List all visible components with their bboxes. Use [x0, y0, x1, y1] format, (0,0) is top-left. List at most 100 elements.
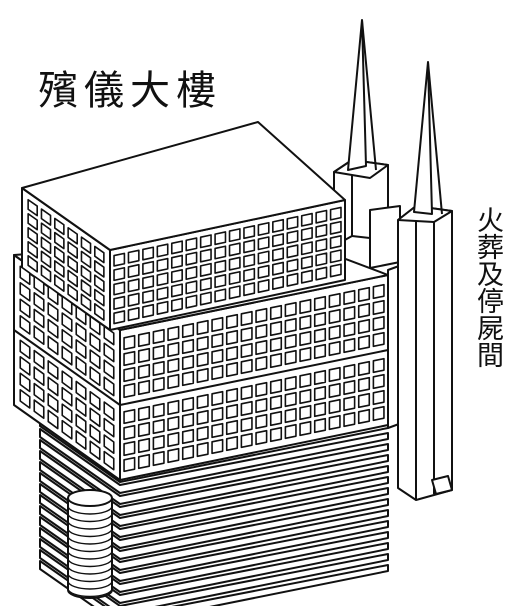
slab-band	[39, 516, 389, 582]
window	[357, 408, 371, 425]
window	[67, 241, 78, 259]
window	[40, 236, 52, 255]
window	[313, 369, 327, 386]
window	[123, 408, 136, 425]
window	[211, 438, 224, 455]
window	[269, 378, 283, 395]
window	[123, 334, 136, 351]
window	[19, 265, 31, 286]
window	[181, 370, 195, 387]
window	[284, 407, 297, 424]
window	[67, 269, 78, 288]
window	[343, 289, 356, 306]
window	[214, 245, 227, 260]
window	[185, 251, 198, 266]
window	[199, 234, 212, 249]
window	[61, 370, 73, 391]
window	[228, 242, 241, 257]
window	[315, 238, 328, 253]
window	[372, 389, 385, 406]
window	[89, 390, 101, 411]
window	[152, 344, 165, 361]
cylinder-ring	[67, 550, 113, 560]
window	[243, 239, 256, 254]
window	[243, 253, 256, 268]
window	[75, 305, 87, 326]
window	[199, 277, 212, 292]
window	[315, 266, 328, 281]
window	[196, 409, 209, 426]
window	[19, 314, 31, 335]
window	[299, 404, 312, 421]
window	[40, 264, 52, 283]
window	[181, 322, 195, 339]
window	[357, 286, 371, 303]
window	[40, 250, 52, 269]
window	[152, 418, 165, 435]
window	[67, 283, 78, 302]
window	[300, 226, 313, 242]
window	[33, 292, 45, 312]
window	[269, 336, 283, 353]
window	[299, 314, 312, 331]
window	[167, 431, 180, 448]
window	[19, 355, 31, 376]
window	[300, 241, 313, 256]
window	[214, 274, 227, 289]
window	[167, 357, 180, 374]
window	[94, 274, 105, 293]
window	[123, 382, 136, 399]
window	[181, 354, 195, 371]
window	[80, 264, 92, 283]
window	[240, 400, 253, 417]
window	[211, 406, 224, 423]
slab-band	[39, 450, 389, 516]
window	[156, 243, 169, 258]
window	[211, 348, 224, 365]
window	[33, 399, 45, 420]
window	[127, 263, 140, 279]
window	[123, 424, 136, 441]
window	[255, 339, 268, 356]
window	[214, 259, 227, 274]
window	[75, 339, 87, 360]
window	[137, 331, 151, 348]
window	[47, 409, 59, 430]
window	[167, 373, 180, 390]
window	[329, 263, 342, 278]
window	[137, 421, 151, 438]
window	[225, 313, 239, 330]
window	[127, 292, 140, 307]
window	[40, 222, 52, 240]
window	[94, 259, 105, 278]
window	[211, 422, 224, 439]
window	[328, 308, 341, 325]
window	[167, 399, 180, 416]
window	[343, 305, 356, 322]
window	[257, 250, 270, 265]
window	[214, 288, 227, 303]
window	[53, 217, 65, 236]
window	[372, 315, 385, 332]
window	[313, 401, 327, 418]
window	[19, 298, 31, 319]
window	[156, 272, 169, 287]
window	[170, 269, 183, 284]
window	[313, 385, 327, 402]
window	[286, 258, 299, 273]
window	[228, 256, 241, 271]
window	[286, 215, 299, 230]
window	[328, 382, 341, 399]
window	[103, 325, 115, 346]
window	[127, 307, 140, 322]
cylinder-ring	[67, 535, 113, 545]
window	[89, 349, 101, 370]
window	[329, 249, 342, 264]
window	[343, 411, 356, 428]
window	[315, 209, 328, 224]
window	[286, 272, 299, 287]
cylinder-top	[67, 489, 113, 507]
window	[123, 456, 136, 473]
cylinder-ring	[67, 505, 113, 515]
window	[152, 450, 165, 467]
